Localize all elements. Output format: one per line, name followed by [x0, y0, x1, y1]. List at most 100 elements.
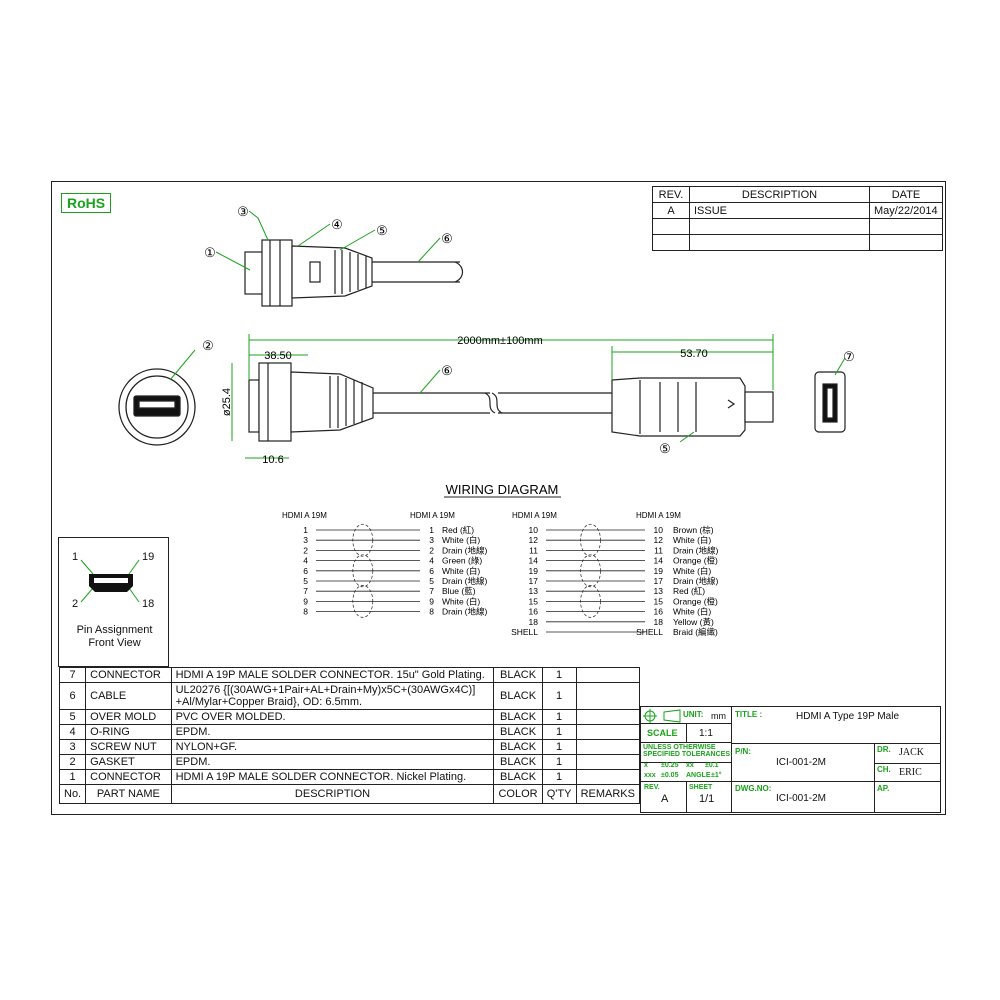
wire-color-label: Orange (橙) [673, 556, 718, 566]
dimension-total-length: 2000mm±100mm [457, 335, 543, 347]
wiring-right-header-a: HDMI A 19M [512, 511, 557, 520]
bom-cell-qty: 1 [541, 709, 577, 725]
bom-header-cell: REMARKS [575, 784, 641, 804]
wire-color-label: Brown (棕) [673, 525, 714, 535]
wire-pin-a: 7 [303, 586, 308, 596]
wire-pin-a: 9 [303, 596, 308, 606]
wire-shield-twist [352, 585, 374, 618]
wire-pin-a: 13 [529, 586, 539, 596]
wire-pin-b: SHELL [636, 627, 663, 637]
title-label: TITLE : [735, 710, 763, 719]
pin-caption-1: Pin Assignment [76, 624, 153, 636]
dimension-left-length: 38.50 [264, 350, 292, 362]
rohs-badge: RoHS [61, 193, 112, 213]
bom-cell-desc: PVC OVER MOLDED. [170, 709, 495, 725]
bom-cell-qty: 1 [541, 769, 577, 785]
wire-pin-b: 17 [654, 576, 664, 586]
wiring-left-header-b: HDMI A 19M [410, 511, 455, 520]
bom-cell-desc: UL20276 {[(30AWG+1Pair+AL+Drain+My)x5C+(… [170, 682, 495, 710]
bom-cell-part: GASKET [85, 754, 172, 770]
tolerance-label-2: SPECIFIED TOLERANCES: [643, 751, 733, 758]
wiring-title: WIRING DIAGRAM [446, 482, 559, 497]
approved-label: AP. [877, 784, 890, 793]
dimension-diameter: ø25.4 [221, 388, 233, 416]
bom-cell-part: CABLE [85, 682, 172, 710]
bom-cell-remarks [575, 769, 641, 785]
wire-pin-b: 9 [429, 596, 434, 606]
wire-shield-twist [580, 523, 601, 557]
wire-color-label: White (白) [442, 596, 480, 606]
callout-number: ⑥ [441, 231, 453, 246]
wire-pin-b: 10 [654, 525, 664, 535]
bom-cell-remarks [575, 739, 641, 755]
wire-pin-b: 3 [429, 535, 434, 545]
tolerance-angle: ANGLE [686, 772, 711, 779]
dwg-label: DWG.NO: [735, 784, 772, 793]
wire-pin-b: 1 [429, 525, 434, 535]
checked-by: ERIC [899, 767, 922, 778]
wire-pin-a: 11 [529, 545, 538, 555]
wire-pin-b: 8 [429, 607, 434, 617]
tolerance-xx: xx [686, 762, 694, 769]
title-block: UNIT: mm TITLE : HDMI A Type 19P Male SC… [640, 706, 941, 813]
wire-pin-b: 15 [654, 596, 664, 606]
wire-pin-a: 4 [303, 556, 308, 566]
revision-cell: ISSUE [689, 202, 870, 219]
bom-cell-desc: EPDM. [170, 724, 495, 740]
tolerance-x-value: ±0.25 [661, 762, 679, 769]
wire-pin-a: 5 [303, 576, 308, 586]
bom-cell-part: CONNECTOR [85, 667, 172, 683]
dimension-lines [231, 334, 774, 459]
callout-number: ⑥ [441, 363, 453, 378]
wire-pin-a: SHELL [511, 627, 538, 637]
wire-shield-twist [580, 585, 601, 618]
receptacle-view [814, 371, 846, 433]
bom-cell-color: BLACK [493, 769, 543, 785]
wire-pin-a: 18 [529, 617, 539, 627]
wire-pin-a: 3 [303, 535, 308, 545]
pin-label-bottom-left: 2 [72, 598, 79, 610]
bom-cell-part: OVER MOLD [85, 709, 172, 725]
wire-pin-b: 14 [654, 556, 664, 566]
callout-number: ③ [237, 204, 249, 219]
wire-pin-b: 5 [429, 576, 434, 586]
wire-color-label: White (白) [442, 566, 480, 576]
rev-label: REV. [644, 784, 660, 791]
bom-cell-desc: HDMI A 19P MALE SOLDER CONNECTOR. Nickel… [170, 769, 495, 785]
bom-cell-remarks [575, 724, 641, 740]
wiring-right-header-b: HDMI A 19M [636, 511, 681, 520]
tolerance-xxx-value: ±0.05 [661, 772, 679, 779]
callout-number: ① [204, 245, 216, 260]
wire-pin-b: 13 [654, 586, 664, 596]
bom-cell-color: BLACK [493, 724, 543, 740]
pin-assignment-box: 1 19 2 18 Pin Assignment Front View [58, 537, 169, 667]
wire-color-label: Green (綠) [442, 556, 482, 566]
cable-assembly-view [248, 362, 774, 442]
bom-cell-color: BLACK [493, 667, 543, 683]
callout-number: ⑦ [843, 349, 855, 364]
bom-cell-no: 3 [58, 739, 87, 755]
wire-color-label: Red (紅) [442, 525, 474, 535]
wire-color-label: Orange (橙) [673, 596, 718, 606]
tolerance-x: x [644, 762, 648, 769]
wire-pin-a: 16 [529, 607, 539, 617]
bom-cell-remarks [575, 667, 641, 683]
wiring-left-header-a: HDMI A 19M [282, 511, 327, 520]
bom-cell-qty: 1 [541, 667, 577, 683]
wire-color-label: Braid (編織) [673, 627, 718, 637]
sheet-value: 1/1 [699, 793, 715, 805]
wire-color-label: Red (紅) [673, 586, 705, 596]
bom-header-cell: No. [58, 784, 87, 804]
wire-color-label: Drain (地線) [673, 545, 719, 555]
